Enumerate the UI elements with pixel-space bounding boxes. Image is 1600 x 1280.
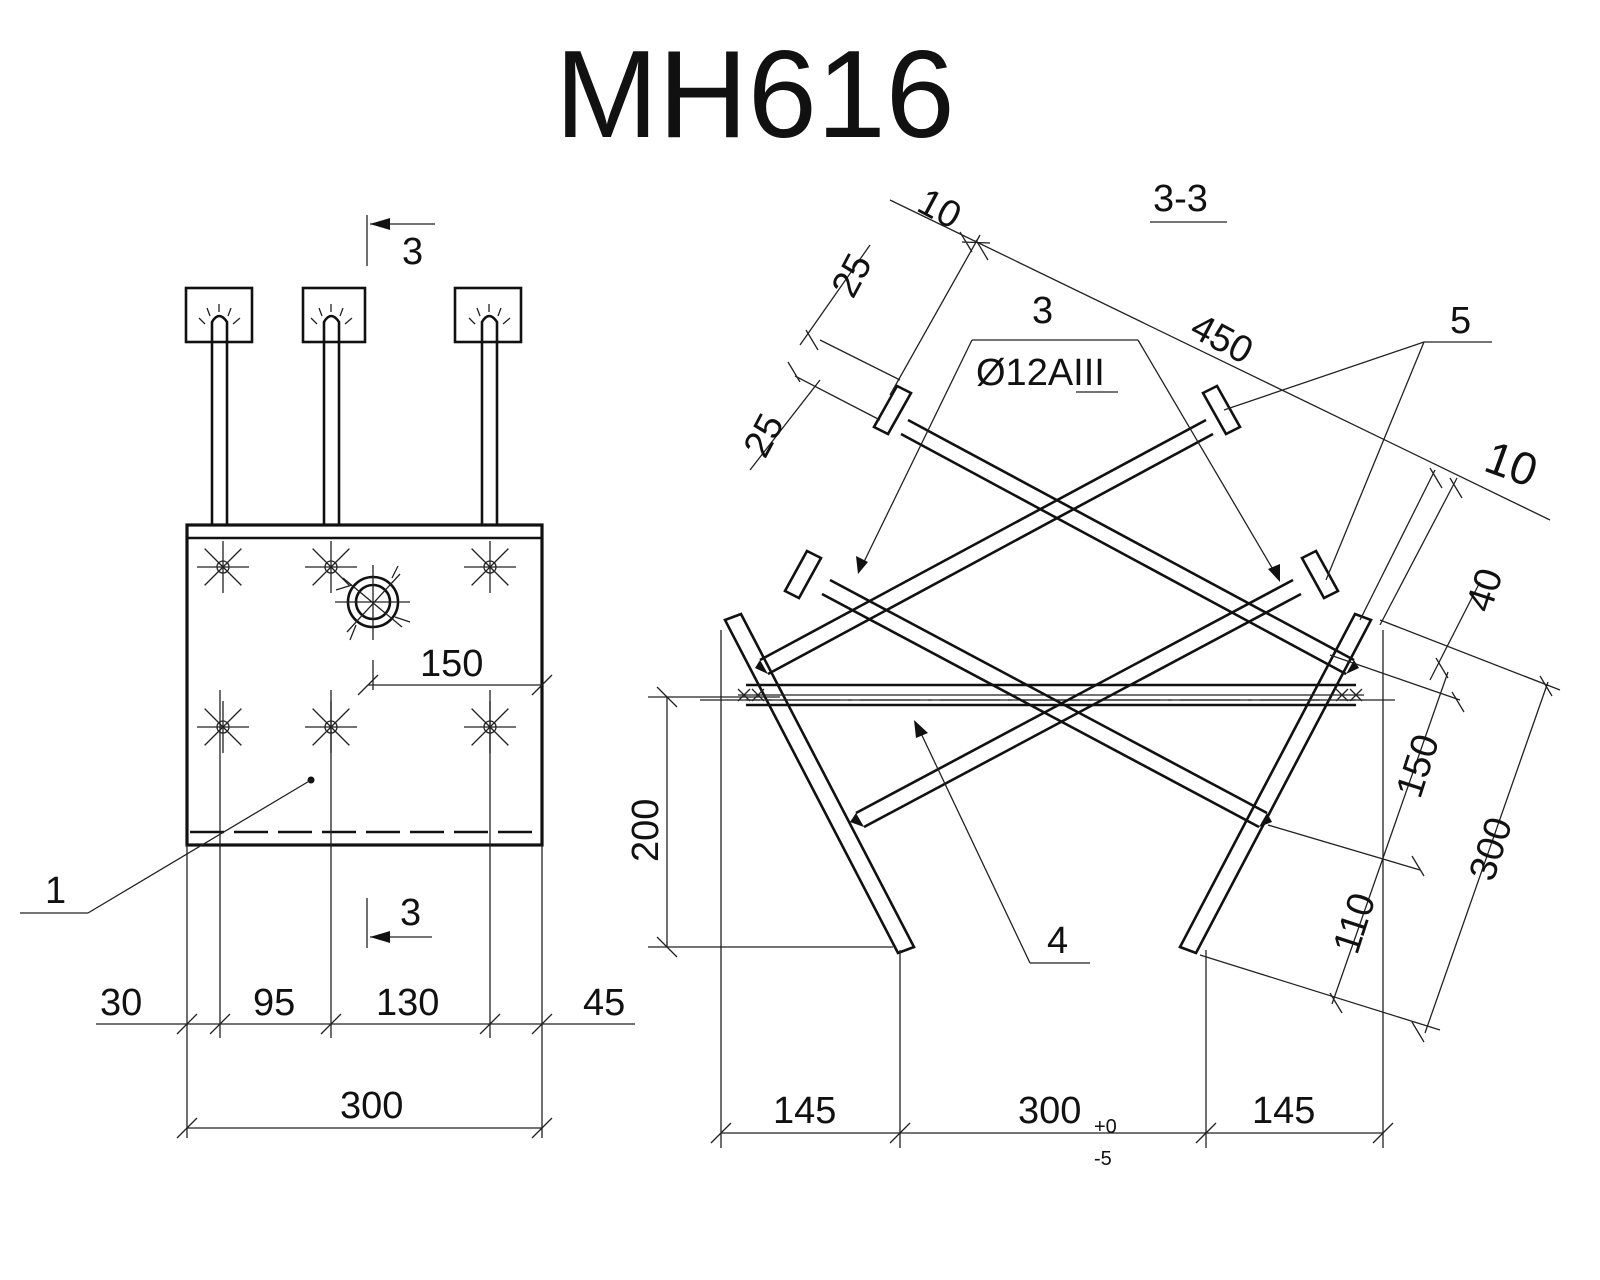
svg-text:5: 5 — [1450, 300, 1471, 342]
callout-4: 4 — [914, 720, 1090, 964]
dim-45: 45 — [583, 982, 625, 1024]
anchor-bar — [301, 286, 367, 525]
dim-25-b: 25 — [736, 407, 793, 464]
rebar-callout: 3 Ø12AIII — [856, 290, 1280, 582]
rebar-b — [759, 384, 1242, 676]
svg-text:3: 3 — [402, 231, 423, 273]
anchor-bar — [184, 286, 254, 525]
section-title: 3-3 — [1150, 178, 1227, 223]
svg-text:3: 3 — [400, 892, 421, 934]
callout-5: 5 — [1223, 300, 1492, 581]
rebar-d — [855, 549, 1340, 829]
rebar-a — [872, 384, 1355, 676]
dim-130: 130 — [376, 982, 439, 1024]
callout-1: 1 — [20, 776, 315, 914]
tolerance-lower: -5 — [1094, 1148, 1112, 1170]
weld-star-stroke — [204, 548, 242, 586]
dim-150-left: 150 — [420, 643, 483, 685]
horizontal-plate — [700, 683, 1395, 707]
dim-95: 95 — [253, 982, 295, 1024]
side-plate-left — [723, 612, 916, 955]
rebar-c — [783, 549, 1268, 829]
svg-text:4: 4 — [1047, 920, 1068, 962]
svg-text:3-3: 3-3 — [1153, 178, 1208, 220]
dim-450: 450 — [1184, 306, 1260, 373]
dim-10-top: 10 — [911, 181, 968, 238]
dim-145-right: 145 — [1252, 1090, 1315, 1132]
weld-star-stroke — [312, 548, 350, 586]
section-mark-top: 3 — [366, 215, 435, 273]
dim-30: 30 — [100, 982, 142, 1024]
svg-text:1: 1 — [45, 870, 66, 912]
dim-10-right: 10 — [1479, 431, 1545, 497]
weld-star-center — [483, 560, 497, 574]
weld-star-center — [324, 560, 338, 574]
dim-110: 110 — [1326, 888, 1385, 959]
side-plate-right — [1178, 612, 1373, 955]
tolerance-upper: +0 — [1094, 1116, 1117, 1138]
left-view: 30 95 130 45 300 150 3 3 — [20, 215, 635, 1139]
dim-145-left: 145 — [773, 1090, 836, 1132]
dim-300-total: 300 — [340, 1085, 403, 1127]
dim-25-a: 25 — [824, 247, 881, 304]
dim-300-right: 300 — [1462, 812, 1522, 885]
anchor-bar — [453, 286, 523, 525]
rebar-count: 3 — [1032, 290, 1053, 332]
weld-star-center — [216, 720, 230, 734]
section-mark-bottom: 3 — [366, 892, 432, 948]
pipe-sleeve — [335, 565, 411, 641]
weld-star-center — [216, 560, 230, 574]
dim-300-bottom: 300 — [1018, 1090, 1081, 1132]
weld-star-stroke — [204, 708, 242, 746]
drawing-title: MH616 — [555, 26, 955, 164]
dim-150-right: 150 — [1389, 729, 1449, 802]
dim-200: 200 — [625, 799, 667, 862]
right-view: 10 450 25 25 10 40 150 300 110 — [625, 178, 1561, 1170]
rebar-spec: Ø12AIII — [976, 352, 1105, 394]
weld-star-stroke — [471, 548, 509, 586]
